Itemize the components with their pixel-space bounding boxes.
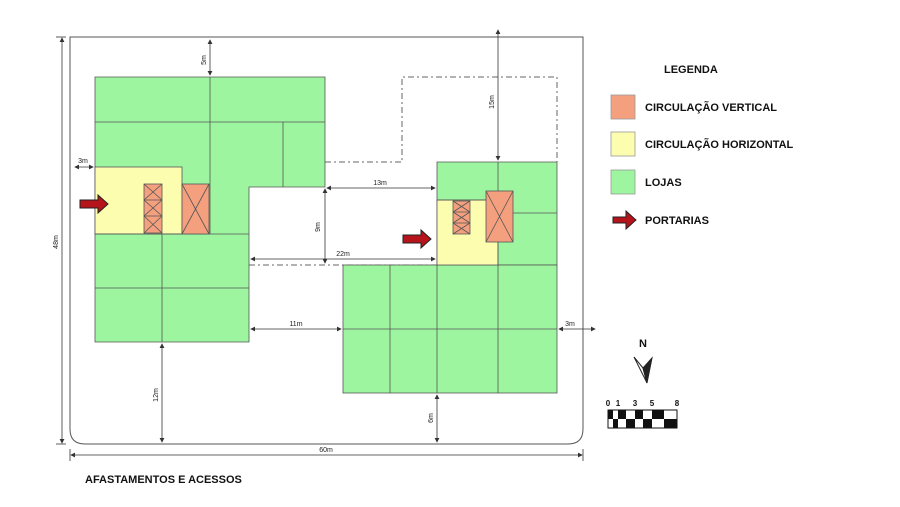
legend-label-vertical: CIRCULAÇÃO VERTICAL (645, 101, 777, 114)
dim-right-setback: 3m (565, 321, 575, 328)
legend-arrow-icon (612, 209, 637, 231)
dim-gap-22: 22m (336, 251, 350, 258)
scale-label-0: 0 (606, 399, 611, 408)
entrance-arrow-left (79, 193, 109, 215)
entrance-arrow-right (402, 228, 432, 250)
horizontal-circulation (94, 166, 183, 235)
scale-label-8: 8 (675, 399, 680, 408)
dim-right-top-setback: 15m (489, 95, 496, 109)
legend-label-shops: LOJAS (645, 177, 682, 189)
scale-label-3: 3 (633, 399, 638, 408)
scale-bar: 0 1 3 5 8 (606, 399, 680, 429)
dim-total-height: 48m (53, 235, 60, 249)
legend-swatch-vertical (610, 94, 636, 120)
dim-total-width: 60m (319, 447, 333, 454)
stair-core-left (143, 183, 163, 234)
dim-bottom-left-setback: 12m (153, 388, 160, 402)
dim-left-setback: 3m (78, 158, 88, 165)
north-arrow: N (633, 338, 653, 384)
dim-gap-11: 11m (289, 321, 302, 328)
legend: LEGENDA CIRCULAÇÃO VERTICAL CIRCULAÇÃO H… (610, 64, 794, 231)
right-building (342, 161, 558, 394)
elevator-right (485, 190, 514, 243)
legend-label-entrances: PORTARIAS (645, 215, 709, 227)
dim-gap-13: 13m (373, 180, 387, 187)
legend-swatch-horizontal (610, 131, 636, 157)
scale-label-1: 1 (616, 399, 621, 408)
dim-gap-9: 9m (315, 222, 322, 232)
north-label: N (639, 338, 647, 350)
legend-label-horizontal: CIRCULAÇÃO HORIZONTAL (645, 138, 794, 151)
dim-bottom-right-setback: 6m (428, 413, 435, 423)
caption: AFASTAMENTOS E ACESSOS (85, 474, 242, 486)
legend-swatch-shops (610, 169, 636, 195)
scale-label-5: 5 (650, 399, 655, 408)
legend-title: LEGENDA (664, 64, 718, 76)
left-building (94, 76, 326, 343)
elevator-left (181, 183, 210, 235)
stair-core-right (452, 200, 471, 235)
dim-top-setback: 5m (201, 55, 208, 65)
